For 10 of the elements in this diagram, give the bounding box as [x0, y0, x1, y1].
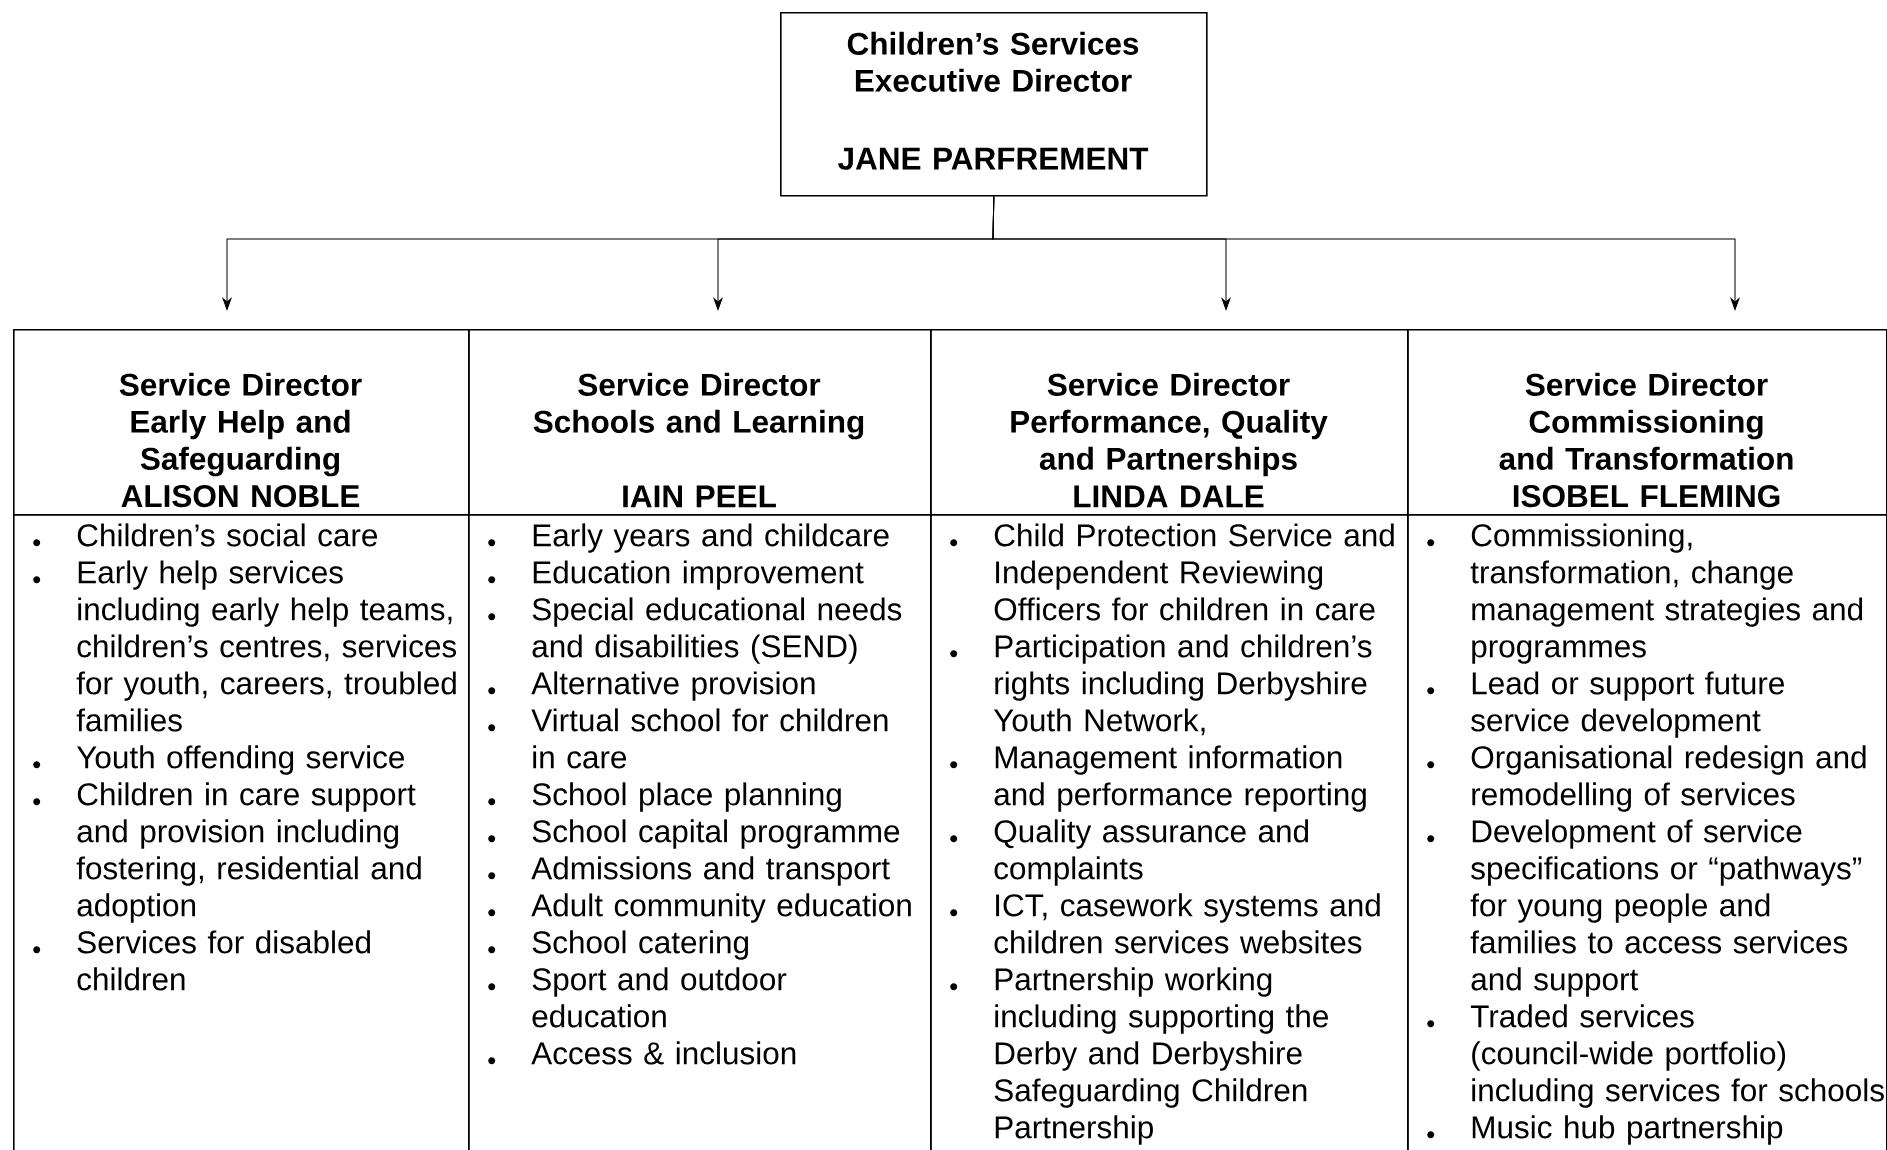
director-box: Children’s Services Executive Director JANE PARFREMENT	[780, 12, 1208, 197]
list-cell: Children’s social care Early help services including early help teams, children’s centres, services for youth, careers, troubled families Youth offending service Children in care support and provision including fostering, residential and adoption Services for disabled children	[13, 514, 470, 1150]
header-cell: Service Director Early Help and Safeguarding ALISON NOBLE	[13, 329, 470, 516]
list-cell: Early years and childcare Education improvement Special educational needs and disabilities (SEND) Alternative provision Virtual school for children in care School place planning School capital programme Admissions and transport Adult community education School catering Sport and outdoor education Access & inclusion	[468, 514, 932, 1150]
header-cell: Service Director Performance, Quality and Partnerships LINDA DALE	[930, 329, 1409, 516]
list-cell: Commissioning, transformation, change management strategies and programmes Lead or support future service development Organisational redesign and remodelling of services Development of service specifications or “pathways” for young people and families to access services and support Traded services (council-wide portfolio) including services for schools Music hub partnership	[1407, 514, 1887, 1150]
list-cell: Child Protection Service and Independent Reviewing Officers for children in care Participation and children’s rights including Derbyshire Youth Network, Management information and performance reporting Quality assurance and complaints ICT, casework systems and children services websites Partnership working including supporting the Derby and Derbyshire Safeguarding Children Partnership	[930, 514, 1409, 1150]
header-cell: Service Director Commissioning and Transformation ISOBEL FLEMING	[1407, 329, 1887, 516]
arrow	[992, 196, 1740, 310]
header-cell: Service Director Schools and Learning IAIN PEEL	[468, 329, 932, 516]
